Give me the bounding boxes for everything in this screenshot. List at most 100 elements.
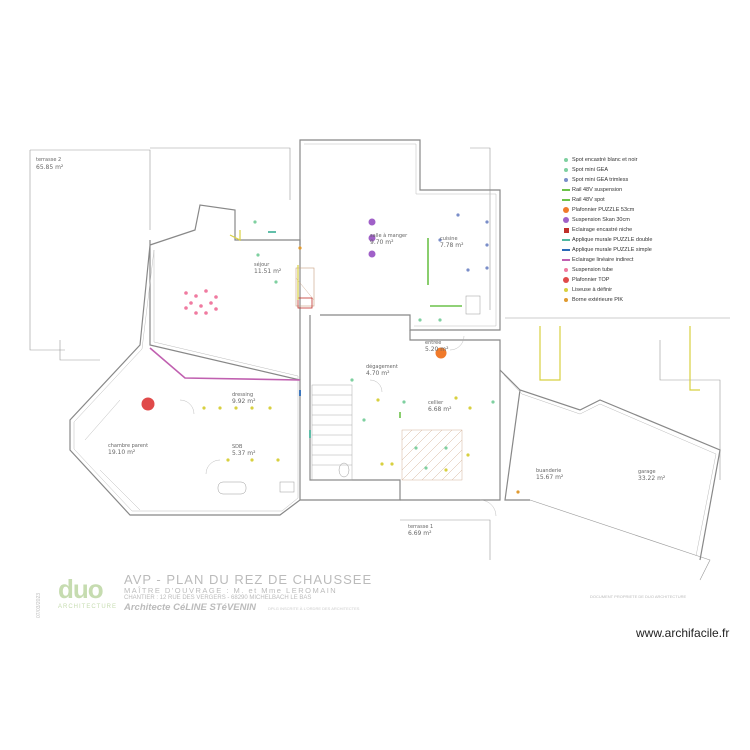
side-date: 07/03/2023 bbox=[36, 592, 42, 618]
legend-marker-icon bbox=[560, 288, 572, 292]
legend-marker-icon bbox=[560, 178, 572, 182]
walls bbox=[69, 139, 721, 561]
legend-item: Spot mini GEA trimless bbox=[560, 175, 740, 185]
legend-label: Spot mini GEA trimless bbox=[572, 177, 629, 183]
firm-logo-sub: ARCHITECTURE bbox=[58, 604, 118, 610]
legend-item: Suspension Skan 30cm bbox=[560, 215, 740, 225]
legend-label: Rail 48V spot bbox=[572, 197, 605, 203]
legend-marker-icon bbox=[560, 189, 572, 191]
room-area: 11.51 m² bbox=[254, 268, 282, 275]
liseuse-lines bbox=[229, 230, 700, 391]
room-name: garage bbox=[638, 469, 656, 475]
legend-item: Eclairage linéaire indirect bbox=[560, 255, 740, 265]
linear-lighting bbox=[149, 347, 301, 381]
room-area: 6.69 m² bbox=[408, 530, 432, 537]
legend-label: Plafonnier TOP bbox=[572, 277, 610, 283]
legend-item: Suspension tube bbox=[560, 265, 740, 275]
legend-marker-icon bbox=[560, 277, 572, 283]
legend-label: Eclairage linéaire indirect bbox=[572, 257, 634, 263]
legend-marker-icon bbox=[560, 249, 572, 251]
legend-item: Applique murale PUZZLE simple bbox=[560, 245, 740, 255]
stair bbox=[311, 384, 353, 481]
room-name: séjour bbox=[254, 261, 270, 268]
room-area: 65.85 m² bbox=[36, 164, 64, 171]
legend-label: Liseuse à définir bbox=[572, 287, 613, 293]
plan-title: AVP - PLAN DU REZ DE CHAUSSEE bbox=[124, 572, 373, 587]
legend-item: Plafonnier TOP bbox=[560, 275, 740, 285]
doors bbox=[179, 335, 497, 517]
room-area: 9.70 m² bbox=[370, 239, 394, 246]
fixtures bbox=[217, 295, 481, 495]
room-name: salle à manger bbox=[370, 232, 408, 239]
room-name: terrasse 1 bbox=[408, 524, 433, 530]
rails bbox=[399, 238, 462, 418]
watermark-link[interactable]: www.archifacile.fr bbox=[636, 626, 730, 640]
title-block: 07/03/2023 duo ARCHITECTURE AVP - PLAN D… bbox=[36, 572, 436, 618]
legend-label: Applique murale PUZZLE double bbox=[572, 237, 653, 243]
room-area: 6.68 m² bbox=[428, 406, 452, 413]
exterior-bollards bbox=[298, 246, 520, 494]
room-name: dressing bbox=[232, 392, 253, 398]
legend-label: Plafonnier PUZZLE 53cm bbox=[572, 207, 635, 213]
legend-item: Liseuse à définir bbox=[560, 285, 740, 295]
room-area: 5.37 m² bbox=[232, 450, 256, 457]
ownership-note: DOCUMENT PROPRIETE DE DUO ARCHITECTURE bbox=[590, 594, 687, 599]
mini-gea-spots bbox=[253, 220, 495, 470]
legend-item: Rail 48V suspension bbox=[560, 185, 740, 195]
room-name: terrasse 2 bbox=[36, 157, 61, 163]
room-area: 33.22 m² bbox=[638, 475, 666, 482]
room-area: 9.92 m² bbox=[232, 398, 256, 405]
room-name: chambre parent bbox=[108, 443, 148, 449]
legend-label: Eclairage encastré niche bbox=[572, 227, 633, 233]
legend-item: Borne extérieure PIK bbox=[560, 295, 740, 305]
legend-label: Suspension Skan 30cm bbox=[572, 217, 630, 223]
room-area: 15.67 m² bbox=[536, 474, 564, 481]
puzzle-ceiling-light bbox=[435, 347, 447, 359]
room-name: buanderie bbox=[536, 468, 561, 474]
legend-item: Eclairage encastré niche bbox=[560, 225, 740, 235]
room-name: entrée bbox=[425, 339, 441, 346]
architect-detail: DPLG INSCRITE À L'ORDRE DES ARCHITECTES bbox=[268, 606, 360, 611]
maitre-ouvrage: MAÎTRE D'OUVRAGE : M. et Mme LEROMAIN bbox=[124, 586, 338, 595]
legend-label: Spot mini GEA bbox=[572, 167, 609, 173]
trimless-spots bbox=[438, 213, 489, 272]
legend-marker-icon bbox=[560, 199, 572, 201]
fireplace bbox=[295, 267, 315, 309]
room-name: cellier bbox=[428, 400, 444, 406]
firm-logo: duo bbox=[58, 574, 104, 604]
legend-label: Spot encastré blanc et noir bbox=[572, 157, 638, 163]
legend-marker-icon bbox=[560, 217, 572, 223]
wall-double bbox=[73, 143, 717, 557]
room-name: dégagement bbox=[366, 363, 398, 370]
room-area: 5.20 m² bbox=[425, 346, 449, 353]
appliques bbox=[268, 231, 311, 438]
suspension-tube-cluster bbox=[184, 289, 218, 315]
legend-label: Suspension tube bbox=[572, 267, 613, 273]
liseuse-points bbox=[202, 396, 472, 472]
cellier-hatch bbox=[401, 429, 463, 481]
legend-marker-icon bbox=[560, 158, 572, 162]
room-area: 7.78 m² bbox=[440, 242, 464, 249]
top-ceiling-light bbox=[141, 397, 155, 411]
legend-marker-icon bbox=[560, 227, 572, 233]
legend-label: Rail 48V suspension bbox=[572, 187, 623, 193]
legend-marker-icon bbox=[560, 268, 572, 272]
chantier: CHANTIER : 12 RUE DES VERGERS - 68290 MI… bbox=[124, 595, 312, 601]
legend-item: Rail 48V spot bbox=[560, 195, 740, 205]
legend-marker-icon bbox=[560, 168, 572, 172]
legend-item: Plafonnier PUZZLE 53cm bbox=[560, 205, 740, 215]
legend-marker-icon bbox=[560, 239, 572, 241]
room-labels: terrasse 2 65.85 m² séjour 11.51 m² sall… bbox=[36, 157, 666, 537]
legend-label: Borne extérieure PIK bbox=[572, 297, 624, 303]
legend-marker-icon bbox=[560, 259, 572, 261]
legend-marker-icon bbox=[560, 298, 572, 302]
room-area: 19.10 m² bbox=[108, 449, 136, 456]
legend-item: Spot encastré blanc et noir bbox=[560, 155, 740, 165]
room-area: 4.70 m² bbox=[366, 370, 390, 377]
architect-name: Architecte CéLINE STéVENIN bbox=[124, 602, 256, 613]
legend-item: Spot mini GEA bbox=[560, 165, 740, 175]
legend-item: Applique murale PUZZLE double bbox=[560, 235, 740, 245]
legend-label: Applique murale PUZZLE simple bbox=[572, 247, 652, 253]
